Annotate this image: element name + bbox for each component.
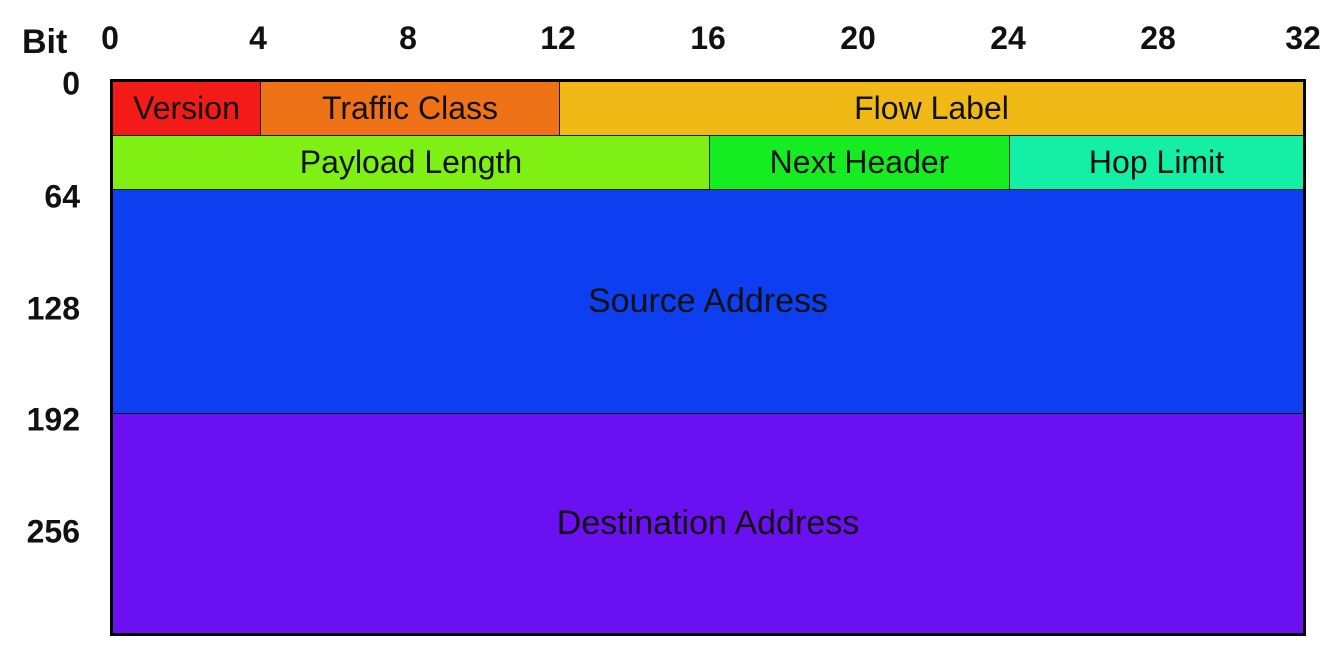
column-tick-28: 28: [1140, 20, 1176, 56]
column-tick-0: 0: [101, 20, 119, 56]
column-tick-8: 8: [399, 20, 417, 56]
row-tick-256: 256: [26, 513, 80, 550]
header-frame: Version Traffic Class Flow Label Payload…: [110, 79, 1306, 636]
field-destination-address: Destination Address: [113, 414, 1303, 633]
column-tick-16: 16: [690, 20, 726, 56]
field-payload-length: Payload Length: [113, 136, 710, 190]
field-source-address: Source Address: [113, 190, 1303, 414]
field-hop-limit: Hop Limit: [1010, 136, 1303, 190]
column-tick-24: 24: [990, 20, 1026, 56]
row-tick-64: 64: [44, 178, 80, 215]
column-tick-4: 4: [249, 20, 267, 56]
field-next-header: Next Header: [710, 136, 1010, 190]
row-tick-192: 192: [26, 401, 80, 438]
column-tick-32: 32: [1285, 20, 1321, 56]
field-traffic-class: Traffic Class: [261, 82, 560, 136]
row-tick-0: 0: [62, 65, 80, 102]
bit-axis-title: Bit: [22, 23, 68, 61]
column-tick-20: 20: [840, 20, 876, 56]
column-tick-12: 12: [540, 20, 576, 56]
field-version: Version: [113, 82, 261, 136]
field-flow-label: Flow Label: [560, 82, 1303, 136]
row-tick-128: 128: [26, 290, 80, 327]
